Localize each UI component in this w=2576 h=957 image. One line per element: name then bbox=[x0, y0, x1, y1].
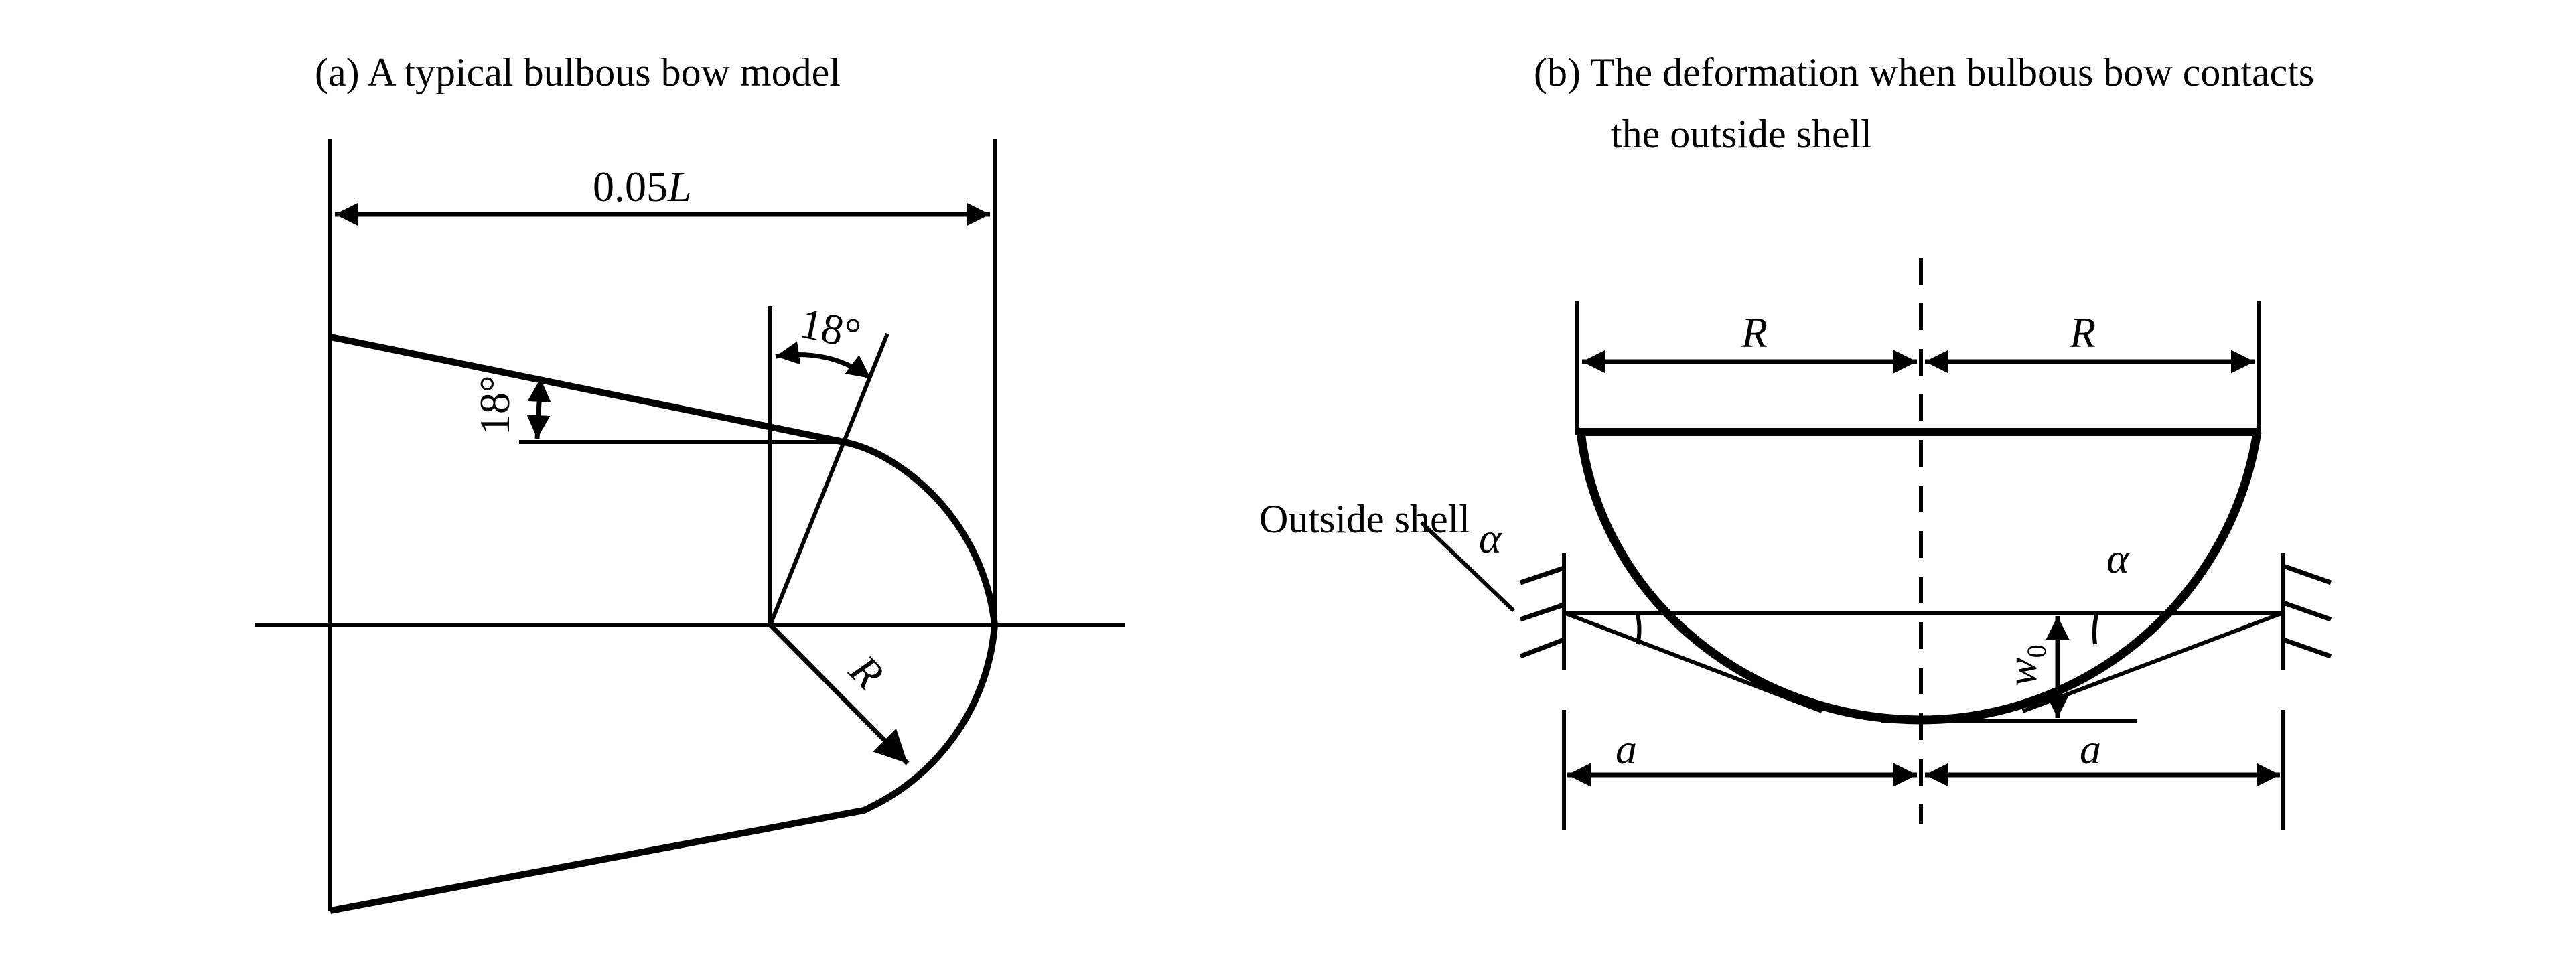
radius-arrow bbox=[768, 623, 910, 765]
deformed-shell-left bbox=[1563, 611, 1823, 713]
panel-a-caption: (a) A typical bulbous bow model bbox=[315, 50, 841, 94]
deflection-label: w0 bbox=[1998, 644, 2052, 686]
alpha-arc-right bbox=[2092, 614, 2098, 645]
r-right-label: R bbox=[2069, 309, 2096, 356]
upper-angle-label: 18° bbox=[796, 299, 865, 358]
alpha-arc-left bbox=[1636, 614, 1642, 645]
alpha-right-label: α bbox=[2106, 534, 2130, 582]
left-angle-label: 18° bbox=[471, 375, 518, 435]
panel-b-caption-line1: (b) The deformation when bulbous bow con… bbox=[1534, 50, 2314, 94]
alpha-left-label: α bbox=[1479, 514, 1502, 562]
left-hatch-2 bbox=[1519, 602, 1565, 622]
panel-b-caption-line2: the outside shell bbox=[1611, 112, 1872, 156]
left-hatch-3 bbox=[1519, 637, 1565, 659]
right-hatch-1 bbox=[2282, 563, 2332, 585]
inclined-line bbox=[768, 332, 889, 626]
upper-angle-arrow bbox=[775, 341, 873, 380]
r-left-label: R bbox=[1741, 309, 1768, 356]
a-right-label: a bbox=[2080, 725, 2101, 773]
right-hatch-2 bbox=[2282, 600, 2332, 622]
radius-label: R bbox=[840, 646, 893, 698]
a-left-label: a bbox=[1616, 725, 1637, 773]
outside-shell-label: Outside shell bbox=[1259, 497, 1470, 541]
bulbous-bow-outline bbox=[329, 334, 999, 914]
left-angle-arrow bbox=[526, 378, 551, 439]
panel-a: (a) A typical bulbous bow model 0.05L 18… bbox=[255, 50, 1125, 914]
left-hatch-1 bbox=[1519, 565, 1565, 585]
right-hatch-3 bbox=[2282, 637, 2332, 659]
length-dimension-label: 0.05L bbox=[593, 163, 692, 210]
panel-b: (b) The deformation when bulbous bow con… bbox=[1259, 50, 2332, 830]
outside-shell-leader bbox=[1419, 520, 1516, 613]
